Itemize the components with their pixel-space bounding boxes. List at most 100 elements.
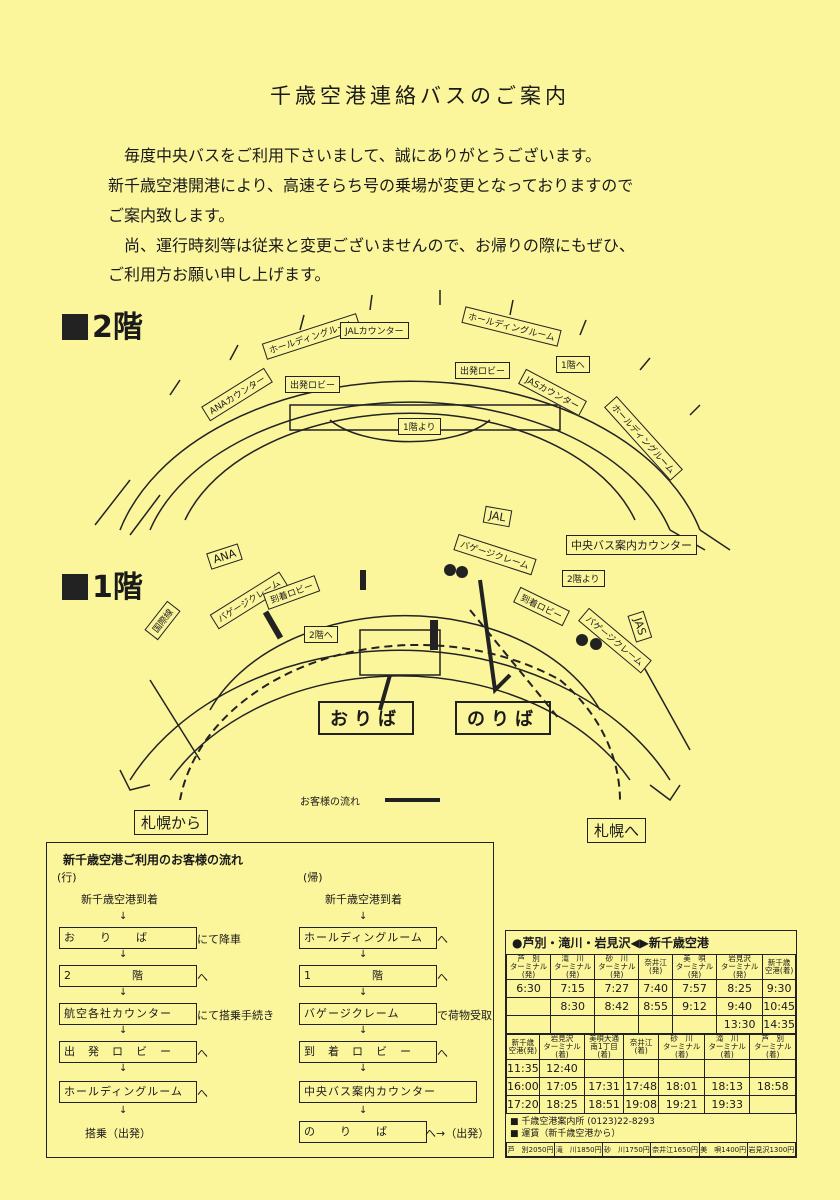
table-header-cell: 砂 川ターミナル(発) <box>594 954 640 980</box>
dropoff-box: おりば <box>318 701 414 735</box>
table-cell: 18:58 <box>749 1077 796 1096</box>
return-label: (帰) <box>303 871 323 884</box>
table-cell: 13:30 <box>716 1015 764 1034</box>
timetable: ●芦別・滝川・岩見沢◀▶新千歳空港 芦 別ターミナル(発)滝 川ターミナル(発)… <box>505 930 797 1158</box>
table-cell: 17:20 <box>506 1095 540 1114</box>
arrow-down-icon: ↓ <box>119 1025 128 1036</box>
table-header-cell: 滝 川ターミナル(着) <box>703 1034 751 1060</box>
intro-line: 毎度中央バスをご利用下さいまして、誠にありがとうございます。 <box>124 146 602 165</box>
table-cell: 18:01 <box>658 1077 705 1096</box>
outbound-step: 出 発 ロ ビ ー <box>59 1041 197 1063</box>
outbound-step: ホールディングルーム <box>59 1081 197 1103</box>
return-step-suffix: へ <box>437 971 448 984</box>
map-label-to-2f: 2階へ <box>304 626 338 643</box>
arrow-down-icon: ↓ <box>359 911 368 922</box>
table-cell: 11:35 <box>506 1059 540 1078</box>
outbound-end: 搭乗（出発） <box>85 1127 151 1140</box>
square-bullet-icon <box>62 574 88 600</box>
arrow-down-icon: ↓ <box>119 987 128 998</box>
table-cell <box>550 1015 596 1034</box>
table-cell: 7:40 <box>638 979 673 998</box>
table-cell: 9:12 <box>671 997 718 1016</box>
terminal-map <box>94 290 731 802</box>
note-line: ■ 千歳空港案内所 (0123)22-8293 <box>510 1117 655 1127</box>
fare-cell: 砂 川1750円 <box>602 1142 652 1157</box>
table-cell: 7:57 <box>671 979 718 998</box>
table-header-cell: 砂 川ターミナル(着) <box>658 1034 705 1060</box>
table-cell: 19:08 <box>622 1095 660 1114</box>
table-cell: 7:27 <box>594 979 640 998</box>
arrow-down-icon: ↓ <box>359 987 368 998</box>
outbound-table: 芦 別ターミナル(発)滝 川ターミナル(発)砂 川ターミナル(発)奈井江(発)美… <box>505 954 796 1034</box>
square-bullet-icon <box>62 314 88 340</box>
outbound-start: 新千歳空港到着 <box>81 893 158 906</box>
note-line: ■ 運賃（新千歳空港から） <box>510 1129 621 1139</box>
table-cell <box>749 1095 796 1114</box>
table-cell: 19:21 <box>658 1095 705 1114</box>
floor2-outer-arc <box>119 380 701 531</box>
table-header-row: 芦 別ターミナル(発)滝 川ターミナル(発)砂 川ターミナル(発)奈井江(発)美… <box>505 954 796 980</box>
return-step: バゲージクレーム <box>299 1003 437 1025</box>
fare-cell: 滝 川1850円 <box>554 1142 604 1157</box>
map-label-from-1f: 1階より <box>398 418 441 435</box>
outbound-step: お り ば <box>59 927 197 949</box>
table-cell: 18:25 <box>538 1095 586 1114</box>
map-label-jal-counter: JALカウンター <box>340 322 409 339</box>
table-cell: 8:25 <box>716 979 764 998</box>
return-table: 新千歳空港(発)岩見沢ターミナル(着)美唄大通南1丁目(着)奈井江(着)砂 川タ… <box>506 1034 796 1114</box>
table-cell <box>671 1015 718 1034</box>
table-cell: 12:40 <box>538 1059 586 1078</box>
return-step-suffix: へ <box>437 1047 448 1060</box>
outbound-step-suffix: にて降車 <box>197 933 241 946</box>
from-sapporo-label: 札幌から <box>134 810 209 835</box>
page-title: 千歳空港連絡バスのご案内 <box>270 84 570 108</box>
fare-cell: 岩見沢1300円 <box>746 1142 797 1157</box>
table-cell <box>505 1015 552 1034</box>
pickup-box: のりば <box>455 701 551 735</box>
intro-line: ご案内致します。 <box>108 206 235 225</box>
table-header-cell: 岩見沢ターミナル(着) <box>538 1034 586 1060</box>
table-cell: 8:55 <box>638 997 673 1016</box>
arrow-down-icon: ↓ <box>359 1063 368 1074</box>
table-cell <box>505 997 552 1016</box>
legend-label: お客様の流れ <box>300 797 360 808</box>
table-cell: 9:30 <box>762 979 796 998</box>
floor2-inner-arc <box>149 401 671 531</box>
table-cell <box>622 1059 660 1078</box>
outbound-label: (行) <box>57 871 77 884</box>
table-cell: 16:00 <box>506 1077 540 1096</box>
map-label-departure-lobby: 出発ロビー <box>455 362 511 379</box>
table-cell <box>638 1015 673 1034</box>
arrow-down-icon: ↓ <box>359 1025 368 1036</box>
table-cell: 14:35 <box>762 1015 796 1034</box>
return-step: 1 階 <box>299 965 437 987</box>
return-step-suffix: へ <box>437 933 448 946</box>
return-step: ホールディングルーム <box>299 927 437 949</box>
floor2-core-arc <box>184 412 636 521</box>
outbound-step-suffix: へ <box>197 1047 208 1060</box>
return-start: 新千歳空港到着 <box>325 893 402 906</box>
flow-departure-path <box>559 679 621 801</box>
timetable-notes: ■ 千歳空港案内所 (0123)22-8293 ■ 運賃（新千歳空港から） <box>506 1114 796 1142</box>
table-cell: 7:15 <box>550 979 596 998</box>
fare-cell: 芦 別2050円 <box>505 1142 556 1157</box>
map-label-from-2f: 2階より <box>562 570 605 587</box>
floor2-label: 2階 <box>92 310 143 345</box>
outbound-step: 航空各社カウンター <box>59 1003 197 1025</box>
table-header-cell: 新千歳空港(着) <box>762 954 796 980</box>
table-cell: 10:45 <box>762 997 796 1016</box>
arrow-down-icon: ↓ <box>119 1105 128 1116</box>
info-counter-label: 中央バス案内カウンター <box>566 535 697 555</box>
table-cell <box>594 1015 640 1034</box>
outbound-step-suffix: へ <box>197 971 208 984</box>
table-header-cell: 美唄大通南1丁目(着) <box>584 1034 624 1060</box>
fare-cell: 美 唄1400円 <box>698 1142 748 1157</box>
flow-arrival-path <box>179 643 561 801</box>
intro-line: ご利用方お願い申し上げます。 <box>108 265 331 284</box>
table-cell: 17:48 <box>622 1077 660 1096</box>
